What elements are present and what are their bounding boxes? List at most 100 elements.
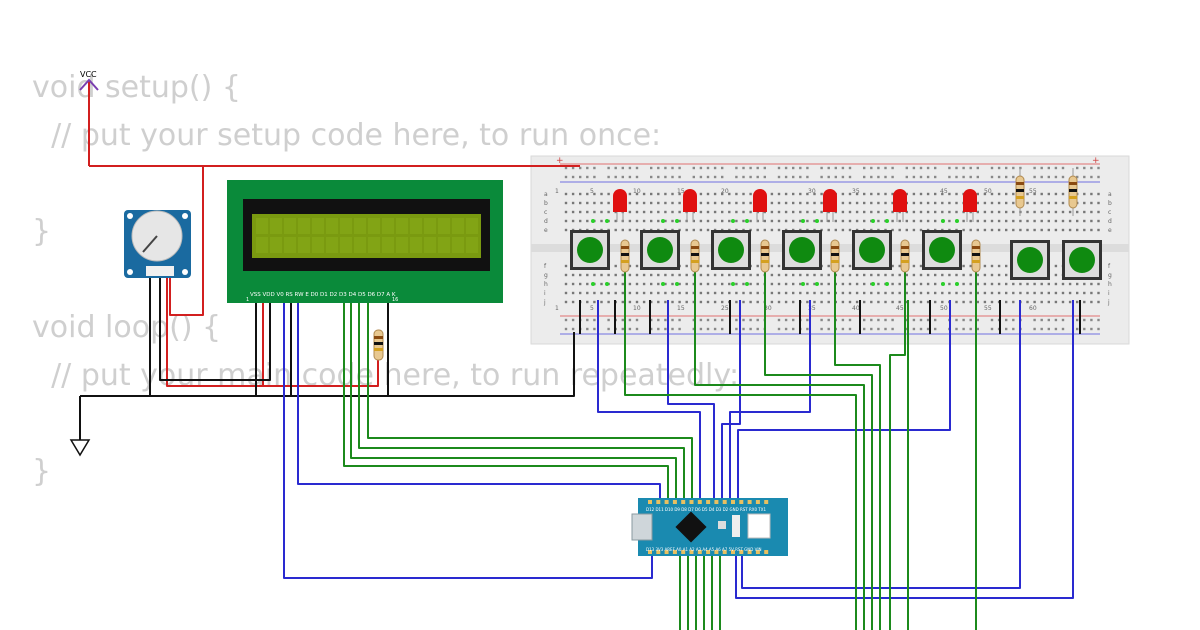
rail-hole [820, 175, 823, 179]
terminal-hole [628, 192, 632, 196]
terminal-hole [806, 192, 809, 196]
terminal-hole [919, 300, 923, 304]
terminal-hole [799, 219, 802, 223]
column-number: 30 [808, 188, 816, 195]
rail-hole [628, 318, 632, 322]
terminal-hole [614, 264, 617, 268]
terminal-hole [827, 273, 830, 277]
terminal-hole [1076, 228, 1079, 232]
terminal-hole [770, 192, 774, 196]
terminal-hole [571, 273, 575, 277]
nano-pin [689, 550, 694, 554]
rail-hole [671, 166, 674, 170]
terminal-hole [877, 192, 880, 196]
rail-hole [820, 166, 823, 170]
arduino-nano: D12 D11 D10 D9 D8 D7 D6 D5 D4 D3 D2 GND … [631, 498, 788, 556]
terminal-hole [1033, 219, 1036, 223]
terminal-hole [813, 192, 816, 196]
terminal-hole [863, 201, 866, 205]
rail-hole [721, 318, 724, 322]
reset-button[interactable] [718, 521, 726, 529]
led [683, 189, 697, 212]
rail-hole [962, 318, 965, 322]
terminal-hole [948, 291, 951, 295]
terminal-hole [1026, 228, 1029, 232]
rail-hole [777, 318, 781, 322]
terminal-hole [777, 300, 781, 304]
terminal-hole [749, 273, 752, 277]
rail-hole [820, 327, 823, 331]
terminal-hole [614, 228, 617, 232]
wire-led-signal [694, 270, 865, 630]
rail-hole [1083, 318, 1086, 322]
terminal-hole [650, 219, 653, 223]
pushbutton-cap [718, 237, 744, 263]
rail-hole [706, 166, 710, 170]
terminal-hole [777, 264, 781, 268]
terminal-hole [756, 282, 759, 286]
code-line-9: } [32, 454, 52, 489]
row-letter: f [1108, 263, 1111, 270]
terminal-hole [962, 300, 965, 304]
terminal-hole [976, 300, 979, 304]
rail-hole [912, 175, 916, 179]
nano-bottom-pin-labels: D13 3V3 AREF A0 A1 A2 A3 A4 A5 A6 A7 5V … [646, 547, 762, 552]
terminal-hole [728, 201, 731, 205]
terminal-hole [792, 219, 795, 223]
terminal-hole [571, 291, 575, 295]
rail-hole [990, 318, 994, 322]
terminal-hole [799, 201, 802, 205]
nano-pin [714, 500, 719, 504]
terminal-hole [898, 219, 901, 223]
rail-hole [799, 166, 802, 170]
terminal-hole [713, 300, 717, 304]
rail-hole [721, 166, 724, 170]
terminal-hole [770, 201, 774, 205]
terminal-hole [820, 291, 823, 295]
terminal-hole [905, 282, 908, 286]
rail-hole [692, 327, 695, 331]
column-number: 35 [852, 188, 860, 195]
terminal-hole [635, 210, 639, 214]
terminal-hole [848, 192, 852, 196]
terminal-hole [855, 210, 859, 214]
terminal-hole [671, 210, 674, 214]
terminal-hole [792, 273, 795, 277]
potentiometer[interactable] [124, 210, 191, 278]
terminal-hole [777, 219, 781, 223]
nano-pin [722, 550, 727, 554]
column-number: 45 [896, 305, 904, 312]
terminal-hole [742, 210, 745, 214]
terminal-hole [756, 291, 759, 295]
resistor-band [972, 260, 980, 263]
rail-hole [1012, 166, 1015, 170]
lcd-char-cell [270, 237, 282, 253]
terminal-hole [1083, 201, 1086, 205]
terminal-hole [976, 219, 979, 223]
terminal-hole [955, 291, 958, 295]
terminal-hole [1005, 291, 1008, 295]
terminal-hole [671, 201, 674, 205]
terminal-hole [571, 219, 575, 223]
nano-pin [706, 500, 711, 504]
pushbutton-cap [577, 237, 603, 263]
row-letter: b [1108, 200, 1112, 207]
terminal-hole [735, 210, 738, 214]
terminal-hole [813, 201, 816, 205]
terminal-hole [983, 192, 987, 196]
connection-dot [955, 219, 959, 223]
rail-hole [1097, 175, 1100, 179]
rail-hole [671, 175, 674, 179]
terminal-hole [1040, 219, 1043, 223]
rail-hole [671, 327, 674, 331]
terminal-hole [564, 273, 568, 277]
terminal-hole [579, 291, 582, 295]
rail-hole [593, 166, 596, 170]
terminal-hole [721, 291, 724, 295]
rail-hole [891, 175, 894, 179]
code-line-1: void setup() { [32, 70, 241, 105]
terminal-hole [1097, 228, 1100, 232]
terminal-hole [742, 273, 745, 277]
terminal-hole [699, 273, 703, 277]
terminal-hole [813, 210, 816, 214]
